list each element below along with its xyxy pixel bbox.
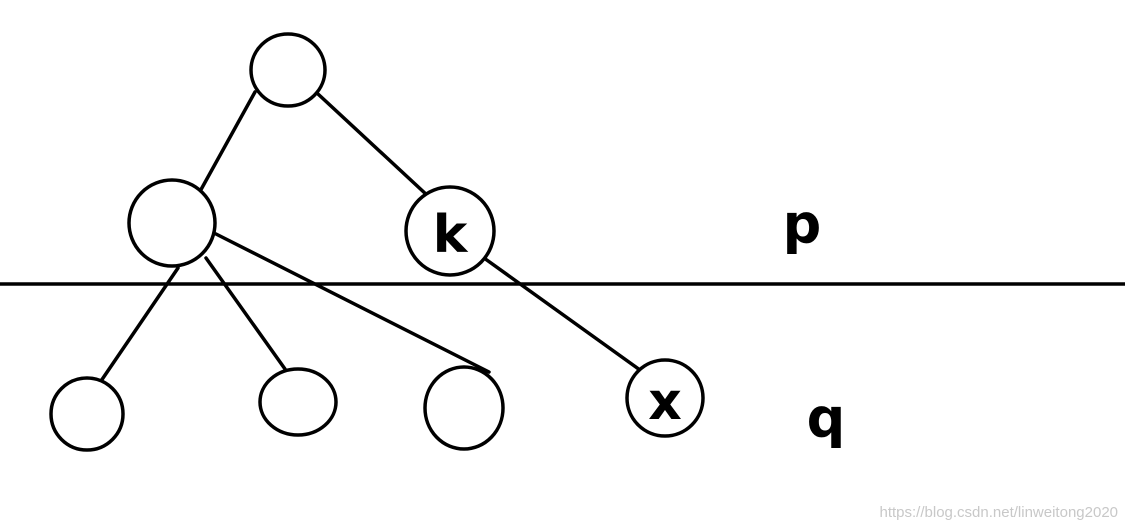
edge-left-child-to-leaf-1	[99, 266, 180, 383]
edges-group	[99, 90, 642, 383]
level-label-p: p	[783, 193, 822, 256]
node-circle-leaf-3	[423, 365, 505, 451]
node-label-x: x	[648, 372, 682, 432]
node-leaf-1	[49, 376, 125, 452]
level-label-q: q	[807, 387, 846, 450]
edge-root-to-left-child	[196, 90, 257, 197]
edge-k-to-x	[482, 256, 642, 372]
node-circle-k	[404, 185, 496, 277]
node-circle-leaf-1	[49, 376, 125, 452]
node-left-child	[127, 178, 217, 268]
watermark-text: https://blog.csdn.net/linweitong2020	[880, 504, 1119, 521]
node-leaf-2	[258, 367, 338, 437]
node-leaf-3	[423, 365, 505, 451]
node-circle-root	[249, 32, 327, 108]
node-label-k: k	[433, 205, 469, 265]
nodes-group: kx	[49, 32, 705, 452]
node-x: x	[625, 358, 705, 438]
node-circle-leaf-2	[258, 367, 338, 437]
node-root	[249, 32, 327, 108]
edge-root-to-k	[316, 92, 430, 198]
node-circle-x	[625, 358, 705, 438]
node-k: k	[404, 185, 496, 277]
node-circle-left-child	[127, 178, 217, 268]
edge-left-child-to-leaf-3	[214, 232, 491, 374]
edge-left-child-to-leaf-2	[204, 256, 287, 371]
